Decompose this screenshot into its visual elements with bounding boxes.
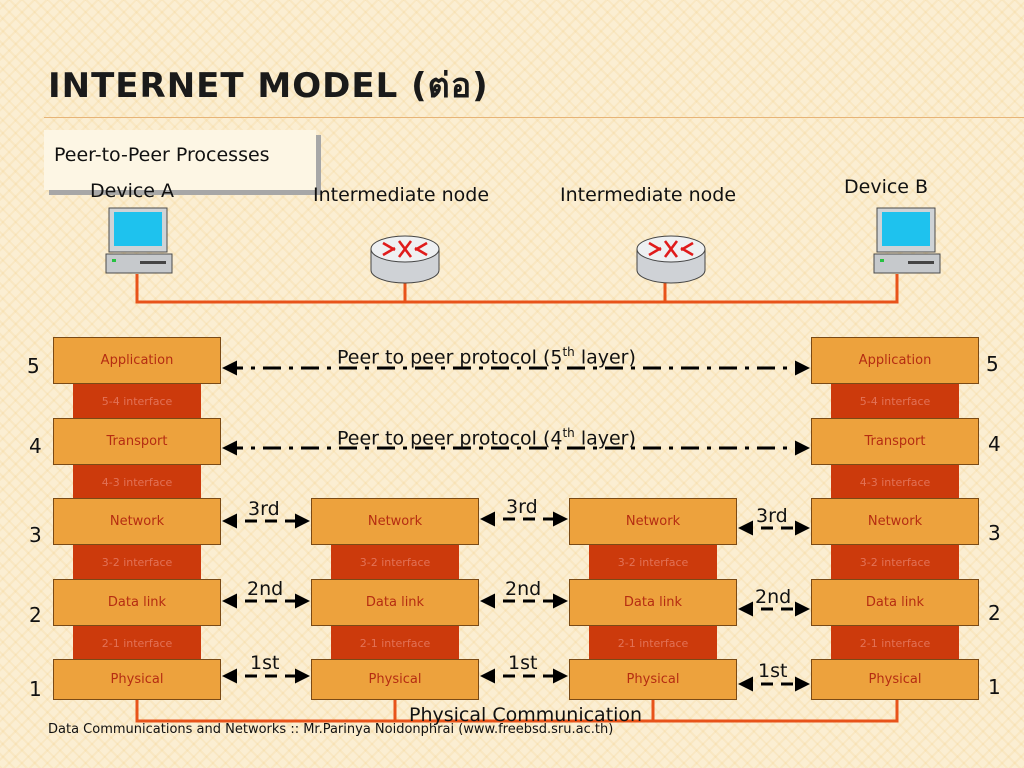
peer-processes-label: Peer-to-Peer Processes (54, 144, 270, 166)
layer-number-1-right: 1 (988, 675, 1001, 699)
layer-number-2-left: 2 (29, 603, 42, 627)
interface-2-1-a: 2-1 interface (73, 626, 201, 660)
interface-5-4-a: 5-4 interface (73, 384, 201, 418)
interface-3-2-node2: 3-2 interface (589, 545, 717, 579)
label-1st-2: 1st (508, 652, 538, 674)
interface-5-4-b: 5-4 interface (831, 384, 959, 418)
layer-transport-a: Transport (53, 418, 221, 465)
interface-4-3-b: 4-3 interface (831, 465, 959, 499)
layer-number-3-left: 3 (29, 523, 42, 547)
computer-b-icon (873, 207, 941, 274)
layer-transport-b: Transport (811, 418, 979, 465)
label-3rd-2: 3rd (506, 496, 538, 518)
peer-processes-box: Peer-to-Peer Processes (44, 130, 316, 190)
router-2-icon (636, 235, 706, 284)
label-3rd-3: 3rd (756, 505, 788, 527)
layer-network-a: Network (53, 498, 221, 545)
layer-datalink-node2: Data link (569, 579, 737, 626)
interface-2-1-node2: 2-1 interface (589, 626, 717, 660)
layer-physical-node1: Physical (311, 659, 479, 700)
layer-number-5-left: 5 (27, 354, 40, 378)
peer-arrows (222, 360, 810, 692)
label-3rd-1: 3rd (248, 498, 280, 520)
network-link-top (135, 274, 899, 304)
physical-link-bottom (135, 700, 899, 723)
node1-label: Intermediate node (313, 184, 490, 206)
layer-datalink-node1: Data link (311, 579, 479, 626)
peer-protocol-5-label: Peer to peer protocol (5th layer) (337, 345, 636, 369)
label-2nd-3: 2nd (755, 586, 792, 608)
peer-protocol-4-label: Peer to peer protocol (4th layer) (337, 426, 636, 450)
physical-communication-label: Physical Communication (409, 704, 643, 726)
layer-number-1-left: 1 (29, 677, 42, 701)
label-2nd-1: 2nd (247, 578, 284, 600)
label-1st-3: 1st (758, 660, 788, 682)
layer-datalink-a: Data link (53, 579, 221, 626)
layer-number-4-left: 4 (29, 434, 42, 458)
interface-2-1-node1: 2-1 interface (331, 626, 459, 660)
layer-physical-b: Physical (811, 659, 979, 700)
interface-2-1-b: 2-1 interface (831, 626, 959, 660)
layer-network-node1: Network (311, 498, 479, 545)
layer-number-3-right: 3 (988, 521, 1001, 545)
label-2nd-2: 2nd (505, 578, 542, 600)
interface-3-2-a: 3-2 interface (73, 545, 201, 579)
router-1-icon (370, 235, 440, 284)
label-1st-1: 1st (250, 652, 280, 674)
footer-credit: Data Communications and Networks :: Mr.P… (48, 722, 614, 737)
layer-number-2-right: 2 (988, 601, 1001, 625)
layer-physical-a: Physical (53, 659, 221, 700)
device-b-label: Device B (844, 176, 929, 198)
node2-label: Intermediate node (560, 184, 737, 206)
layer-physical-node2: Physical (569, 659, 737, 700)
layer-network-b: Network (811, 498, 979, 545)
layer-application-a: Application (53, 337, 221, 384)
title-underline (44, 117, 1024, 118)
interface-3-2-node1: 3-2 interface (331, 545, 459, 579)
interface-3-2-b: 3-2 interface (831, 545, 959, 579)
layer-network-node2: Network (569, 498, 737, 545)
device-a-label: Device A (90, 180, 175, 202)
layer-application-b: Application (811, 337, 979, 384)
layer-number-4-right: 4 (988, 432, 1001, 456)
layer-number-5-right: 5 (986, 352, 999, 376)
layer-datalink-b: Data link (811, 579, 979, 626)
computer-a-icon (105, 207, 173, 274)
interface-4-3-a: 4-3 interface (73, 465, 201, 499)
slide-title: INTERNET MODEL (ต่อ) (48, 66, 489, 106)
